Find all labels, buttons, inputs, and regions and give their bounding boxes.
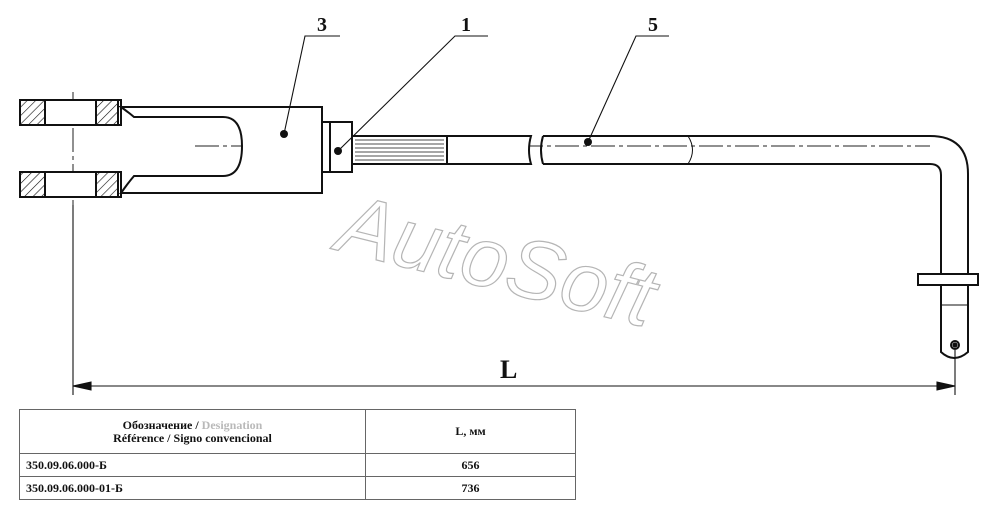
table-row: 350.09.06.000-01-Б 736 xyxy=(19,476,576,500)
table-row: 350.09.06.000-Б 656 xyxy=(19,453,576,477)
watermark: AutoSoft xyxy=(324,174,669,346)
row-length: 736 xyxy=(365,476,576,500)
technical-drawing: AutoSoft xyxy=(19,14,979,395)
row-designation: 350.09.06.000-Б xyxy=(19,453,366,477)
svg-text:AutoSoft: AutoSoft xyxy=(325,174,669,345)
header-designation: Обозначение / Designation Référence / Si… xyxy=(19,409,366,454)
spec-table: Обозначение / Designation Référence / Si… xyxy=(19,409,576,500)
dimension-label: L xyxy=(500,355,517,384)
nut-part-1 xyxy=(321,121,353,173)
header-length: L, мм xyxy=(365,409,576,454)
fork-part-3 xyxy=(19,99,323,198)
leader-lines xyxy=(283,35,669,152)
callout-3: 3 xyxy=(317,14,327,36)
rod-tip xyxy=(940,284,969,359)
rod-left-segment xyxy=(446,135,533,165)
table-header-row: Обозначение / Designation Référence / Si… xyxy=(19,409,576,454)
threaded-rod xyxy=(351,135,448,165)
row-length: 656 xyxy=(365,453,576,477)
rod-collar xyxy=(917,273,979,286)
callout-5: 5 xyxy=(648,14,658,36)
row-designation: 350.09.06.000-01-Б xyxy=(19,476,366,500)
rod-bent-part-5 xyxy=(540,135,969,280)
dimension-l xyxy=(72,205,956,395)
callout-1: 1 xyxy=(461,14,471,36)
